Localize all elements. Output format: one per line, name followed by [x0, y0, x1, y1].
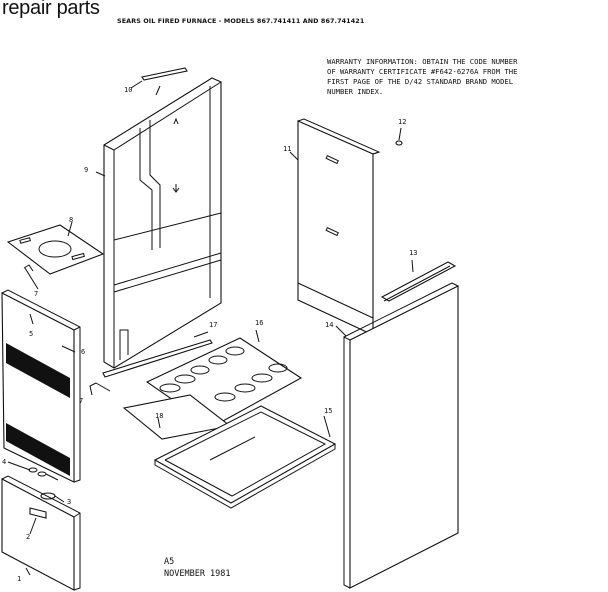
warranty-info: WARRANTY INFORMATION: OBTAIN THE CODE NU…: [327, 57, 607, 97]
part-9-main-frame[interactable]: [95, 77, 222, 369]
callout-6: 6: [81, 348, 86, 356]
warranty-line: WARRANTY INFORMATION: OBTAIN THE CODE NU…: [327, 57, 518, 66]
part-10-top-rail[interactable]: [130, 67, 188, 96]
page-title: repair parts: [2, 0, 100, 19]
callout-4: 4: [2, 458, 7, 466]
callout-1: 1: [17, 575, 22, 583]
callout-18: 18: [155, 412, 164, 420]
revision-date: NOVEMBER 1981: [164, 569, 231, 579]
callout-11: 11: [283, 145, 292, 153]
part-8-top-cover[interactable]: [6, 221, 105, 275]
callout-17: 17: [209, 321, 218, 329]
part-7-clip-lower[interactable]: [89, 382, 111, 396]
callout-9: 9: [84, 166, 89, 174]
callout-10: 10: [124, 86, 133, 94]
callout-5: 5: [29, 330, 34, 338]
part-6-front-panel[interactable]: [1, 289, 81, 483]
part-2-door-handle[interactable]: [29, 507, 47, 535]
callout-15: 15: [324, 407, 333, 415]
part-17-rod[interactable]: [102, 331, 213, 378]
warranty-line: NUMBER INDEX.: [327, 87, 384, 96]
callout-13: 13: [409, 249, 418, 257]
callout-14: 14: [325, 321, 334, 329]
part-11-side-panel[interactable]: [289, 118, 381, 336]
part-4-hinge[interactable]: [7, 461, 59, 481]
callout-16: 16: [255, 319, 264, 327]
part-13-trim-strip[interactable]: [380, 259, 457, 302]
part-12-screw[interactable]: [395, 127, 403, 146]
page-code: A5: [164, 557, 175, 567]
callout-3: 3: [67, 498, 72, 506]
part-7-clip-upper[interactable]: [23, 264, 39, 290]
callout-8: 8: [69, 216, 74, 224]
warranty-line: FIRST PAGE OF THE D/42 STANDARD BRAND MO…: [327, 77, 514, 86]
part-14-large-panel[interactable]: [335, 282, 459, 589]
callout-2: 2: [26, 533, 31, 541]
model-subtitle: SEARS OIL FIRED FURNACE - MODELS 867.741…: [117, 17, 365, 25]
part-1-lower-door[interactable]: [1, 475, 81, 591]
callout-7-lower: 7: [79, 397, 84, 405]
callout-7-upper: 7: [34, 290, 39, 298]
warranty-line: OF WARRANTY CERTIFICATE #F642-6276A FROM…: [327, 67, 518, 76]
callout-12: 12: [398, 118, 407, 126]
part-15-base-tray[interactable]: [153, 405, 337, 509]
